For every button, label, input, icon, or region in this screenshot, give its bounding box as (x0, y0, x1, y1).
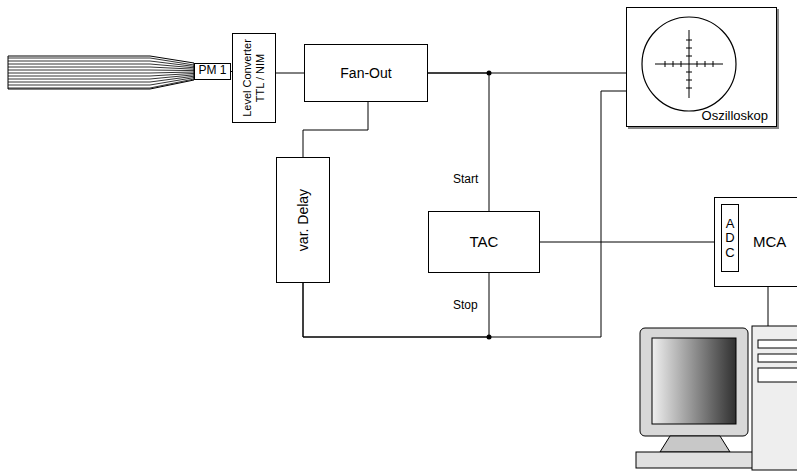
computer-icon (636, 326, 797, 470)
mca-box: MCA ADC (714, 197, 797, 287)
signal-label: Stop (452, 298, 479, 312)
adc-box: ADC (721, 204, 739, 272)
node-label: Level Converter TTL / NIM (241, 36, 266, 120)
signal-wire (276, 73, 304, 74)
fiber-bundle (8, 56, 194, 89)
module-box: Fan-Out (304, 44, 428, 102)
signal-wire (303, 102, 368, 157)
signal-label: Start (452, 172, 479, 186)
converter-box: Level Converter TTL / NIM (232, 33, 276, 123)
node-label: var. Delay (295, 165, 311, 275)
node-label: MCA (753, 233, 786, 250)
signal-wire (540, 242, 714, 243)
detector-box: PM 1 (194, 63, 231, 81)
node-label: TAC (470, 233, 499, 250)
node-label: Oszilloskop (702, 109, 768, 124)
signal-wire (303, 273, 489, 337)
node-label: ADC (724, 217, 737, 260)
signal-wire (303, 91, 626, 337)
node-label: Fan-Out (340, 65, 391, 81)
signal-wire (428, 73, 489, 211)
node-label: PM 1 (198, 65, 226, 79)
oscilloscope-box: Oszilloskop (626, 7, 777, 127)
wire (768, 287, 769, 326)
module-box: TAC (428, 211, 540, 273)
delay-box: var. Delay (276, 157, 330, 283)
scope-screen (642, 17, 736, 111)
